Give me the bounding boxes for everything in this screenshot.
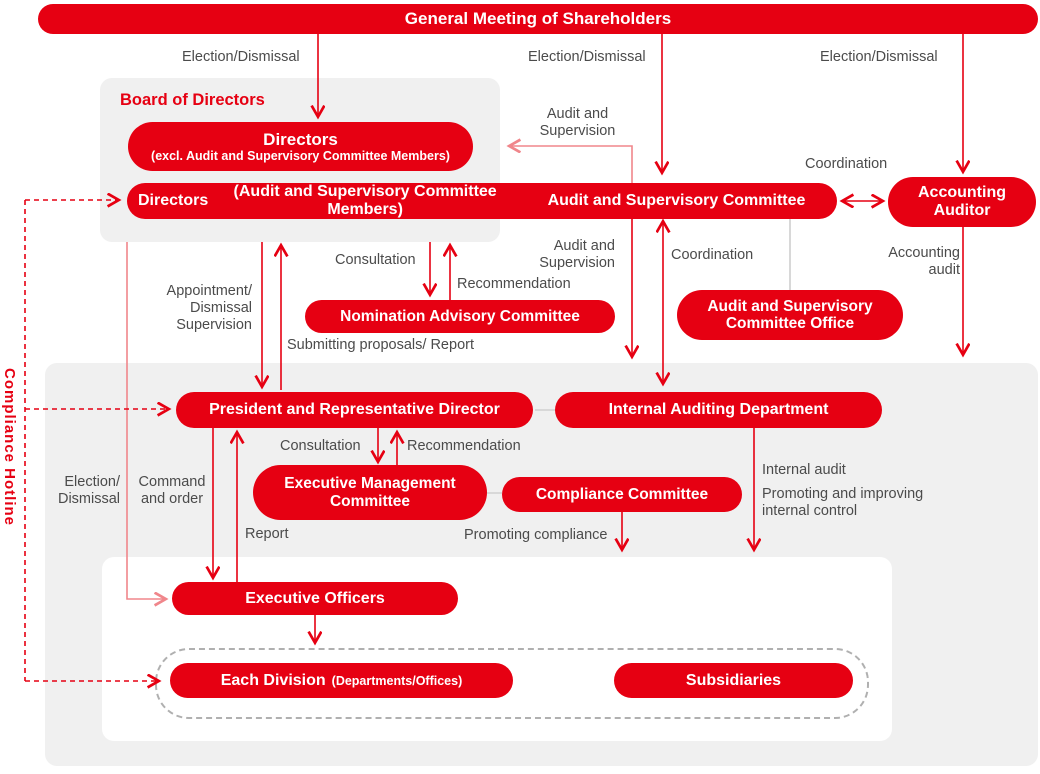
label-audit-supervision-top: Audit and Supervision [539,106,616,139]
label-election-dismissal-officers: Election/ Dismissal [57,474,120,507]
node-each-division: Each Division (Departments/Offices) [170,663,513,698]
label-accounting-audit: Accounting audit [888,245,960,278]
node-subsidiaries: Subsidiaries [614,663,853,698]
node-directors-asc-members: Directors (Audit and Supervisory Committ… [138,183,497,218]
node-nomination-advisory-committee: Nomination Advisory Committee [305,300,615,333]
label-election-dismissal-right: Election/Dismissal [820,49,938,65]
node-executive-officers: Executive Officers [172,582,458,615]
label-recommendation-board: Recommendation [457,276,571,292]
node-accounting-auditor: Accounting Auditor [888,177,1036,227]
label-submitting-proposals: Submitting proposals/ Report [287,337,474,353]
node-compliance-committee: Compliance Committee [502,477,742,512]
label-coordination-auditor: Coordination [805,156,888,172]
label-election-dismissal-center: Election/Dismissal [528,49,646,65]
label-recommendation-president: Recommendation [407,438,521,454]
node-audit-supervisory-committee: Audit and Supervisory Committee [547,192,806,209]
node-directors-excl-asc: Directors (excl. Audit and Supervisory C… [128,122,473,171]
label-report: Report [245,526,289,542]
label-audit-supervision-mid: Audit and Supervision [539,238,615,271]
edge-election-officers [126,242,165,599]
label-election-dismissal-left: Election/Dismissal [182,49,300,65]
label-consultation-board: Consultation [335,252,416,268]
label-command-and-order: Command and order [138,474,206,507]
node-asc-office: Audit and Supervisory Committee Office [677,290,903,340]
label-internal-audit: Internal audit [762,462,846,478]
node-executive-management-committee: Executive Management Committee [253,465,487,520]
node-president: President and Representative Director [176,392,533,428]
compliance-hotline-label: Compliance Hotline [1,368,18,527]
label-consultation-president: Consultation [280,438,361,454]
edge-audit-supervision-directors [510,146,633,183]
node-general-meeting: General Meeting of Shareholders [38,4,1038,34]
node-directors-asc-committee-bar [127,183,837,219]
label-promoting-compliance: Promoting compliance [464,527,608,543]
label-promoting-internal-control: Promoting and improving internal control [762,486,924,519]
node-internal-auditing-department: Internal Auditing Department [555,392,882,428]
label-coordination-internal: Coordination [671,247,754,263]
label-appointment-dismissal-supervision: Appointment/ Dismissal Supervision [166,283,252,333]
board-of-directors-title: Board of Directors [120,91,265,109]
